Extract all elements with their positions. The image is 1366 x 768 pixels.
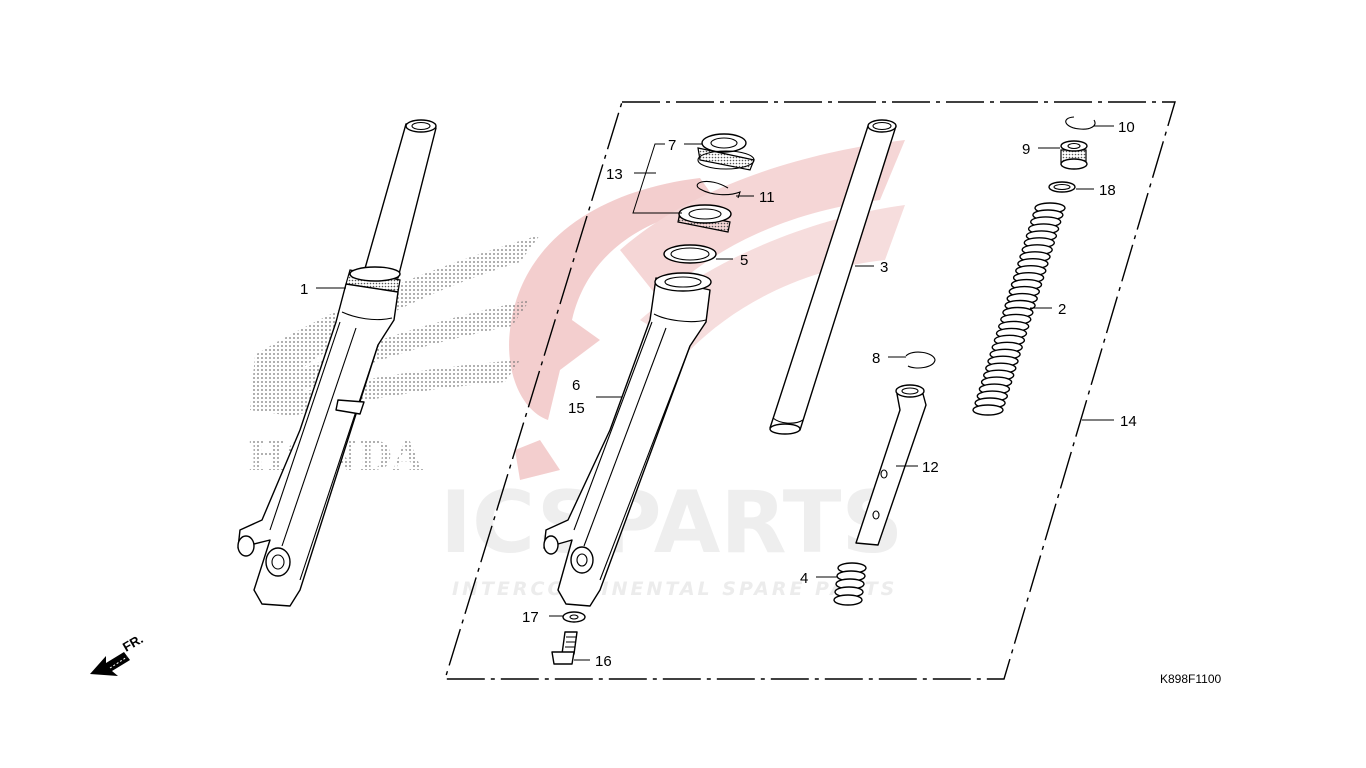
ring-part-5[interactable] bbox=[663, 244, 717, 264]
inner-tube-part-3[interactable] bbox=[769, 119, 897, 435]
callout-1[interactable]: 1 bbox=[300, 281, 308, 298]
callout-3[interactable]: 3 bbox=[880, 259, 888, 276]
fork-piece-part-12[interactable] bbox=[855, 384, 927, 546]
callout-6[interactable]: 6 bbox=[572, 377, 580, 394]
fork-slider-part-6[interactable] bbox=[543, 272, 712, 607]
circlip-part-8[interactable] bbox=[905, 351, 936, 369]
washer-part-17[interactable] bbox=[562, 611, 586, 623]
dust-seal-part-7[interactable] bbox=[697, 133, 755, 171]
fork-assembly-part-1[interactable] bbox=[237, 119, 437, 607]
watermark-sub-text: INTERCONTINENTAL SPARE PARTS bbox=[452, 578, 897, 600]
front-direction-indicator: FR. bbox=[90, 631, 146, 676]
assembly-boundary bbox=[444, 101, 1176, 680]
callout-16[interactable]: 16 bbox=[595, 653, 612, 670]
front-label: FR. bbox=[120, 631, 146, 654]
clip-part-11[interactable] bbox=[696, 180, 741, 199]
spring-part-2[interactable] bbox=[972, 202, 1066, 416]
callout-11[interactable]: 11 bbox=[759, 189, 775, 206]
diagram-code: K898F1100 bbox=[1160, 672, 1221, 686]
callout-5[interactable]: 5 bbox=[740, 252, 748, 269]
callout-2[interactable]: 2 bbox=[1058, 301, 1066, 318]
watermark-main-text: ICSPARTS bbox=[440, 473, 903, 573]
callout-numbers: 1 2 3 4 5 6 7 8 9 10 11 12 13 14 15 16 1… bbox=[300, 119, 1137, 670]
callout-15[interactable]: 15 bbox=[568, 400, 585, 417]
bolt-part-16[interactable] bbox=[551, 631, 578, 665]
spring-part-4[interactable] bbox=[833, 562, 867, 606]
leader-lines bbox=[316, 125, 1114, 661]
oil-seal-part-13[interactable] bbox=[677, 204, 732, 233]
callout-10[interactable]: 10 bbox=[1118, 119, 1135, 136]
clip-part-10[interactable] bbox=[1065, 116, 1096, 130]
callout-8[interactable]: 8 bbox=[872, 350, 880, 367]
bolt-part-9[interactable] bbox=[1060, 140, 1088, 170]
spring-coil bbox=[972, 404, 1004, 416]
callout-18[interactable]: 18 bbox=[1099, 182, 1116, 199]
callout-7[interactable]: 7 bbox=[668, 137, 676, 154]
callout-14[interactable]: 14 bbox=[1120, 413, 1137, 430]
callout-9[interactable]: 9 bbox=[1022, 141, 1030, 158]
callout-17[interactable]: 17 bbox=[522, 609, 539, 626]
callout-4[interactable]: 4 bbox=[800, 570, 808, 587]
callout-13[interactable]: 13 bbox=[606, 166, 623, 183]
front-arrow-icon bbox=[90, 652, 130, 676]
washer-part-18[interactable] bbox=[1048, 181, 1076, 193]
callout-12[interactable]: 12 bbox=[922, 459, 939, 476]
